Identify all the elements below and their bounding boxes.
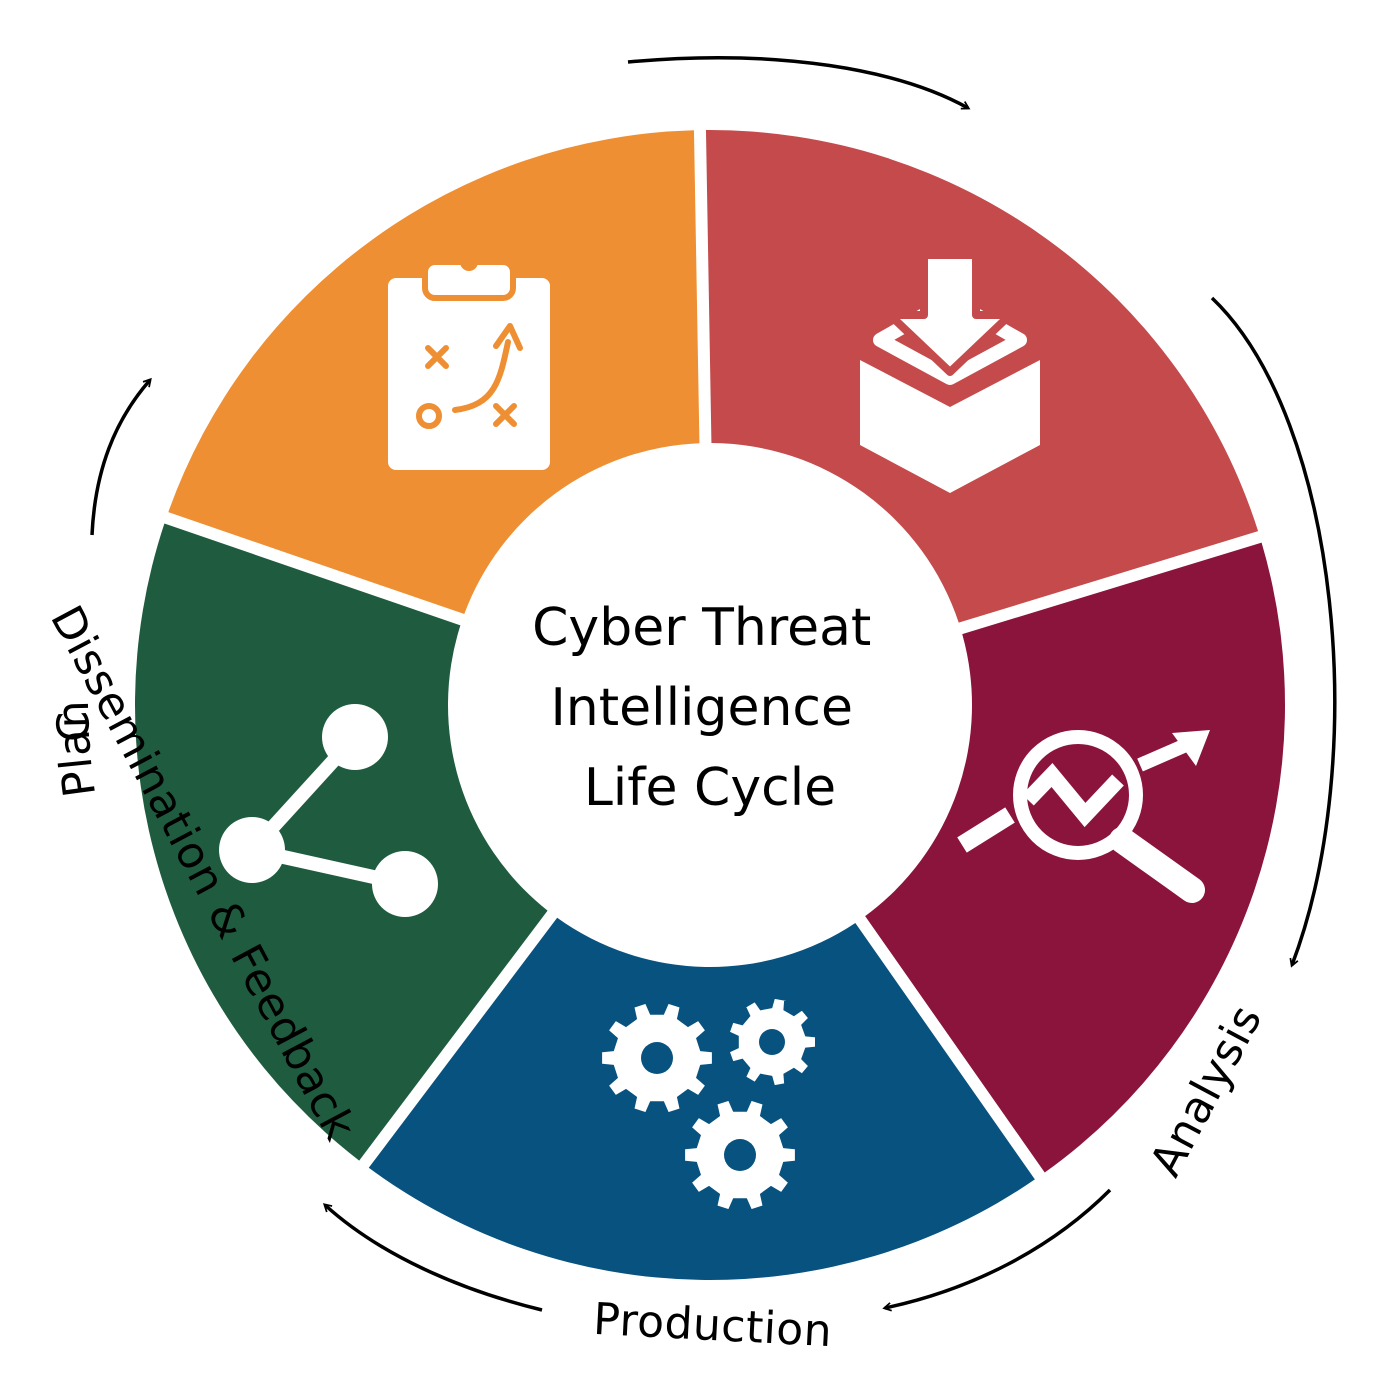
gear-icon xyxy=(597,997,717,1119)
download-box-icon xyxy=(860,251,1040,493)
flow-arrow-production-to-dissemination xyxy=(322,1203,543,1312)
center-circle xyxy=(460,455,960,955)
stage-label-production: Production xyxy=(592,1294,833,1357)
gear-hole xyxy=(641,1042,673,1074)
flow-arrow-analysis-to-production xyxy=(882,1188,1112,1312)
gear-hole xyxy=(759,1029,785,1055)
gear-icon xyxy=(680,1094,800,1216)
segment-collection xyxy=(705,130,1259,623)
center-title-line-1: Cyber Threat xyxy=(532,598,871,658)
gear-hole xyxy=(724,1139,756,1171)
share-icon xyxy=(219,704,438,917)
center-title: Cyber Threat Intelligence Life Cycle xyxy=(532,598,888,818)
segment-dissemination xyxy=(134,523,548,1161)
magnifier-trend-icon xyxy=(957,730,1210,903)
center-title-line-3: Life Cycle xyxy=(584,758,836,818)
center-title-line-2: Intelligence xyxy=(550,678,853,738)
flow-arrow-collection-to-analysis xyxy=(1210,296,1337,968)
gears-icon xyxy=(597,993,820,1216)
gear-icon xyxy=(723,993,820,1091)
segment-collection-shape xyxy=(705,130,1259,623)
segment-dissemination-shape xyxy=(134,523,548,1161)
clipboard-strategy-icon xyxy=(388,253,550,470)
segment-production-shape xyxy=(368,917,1035,1280)
segment-production xyxy=(368,917,1035,1280)
flow-arrow-dissemination-to-planning xyxy=(90,377,152,536)
flow-arrow-planning-to-collection xyxy=(627,56,971,110)
